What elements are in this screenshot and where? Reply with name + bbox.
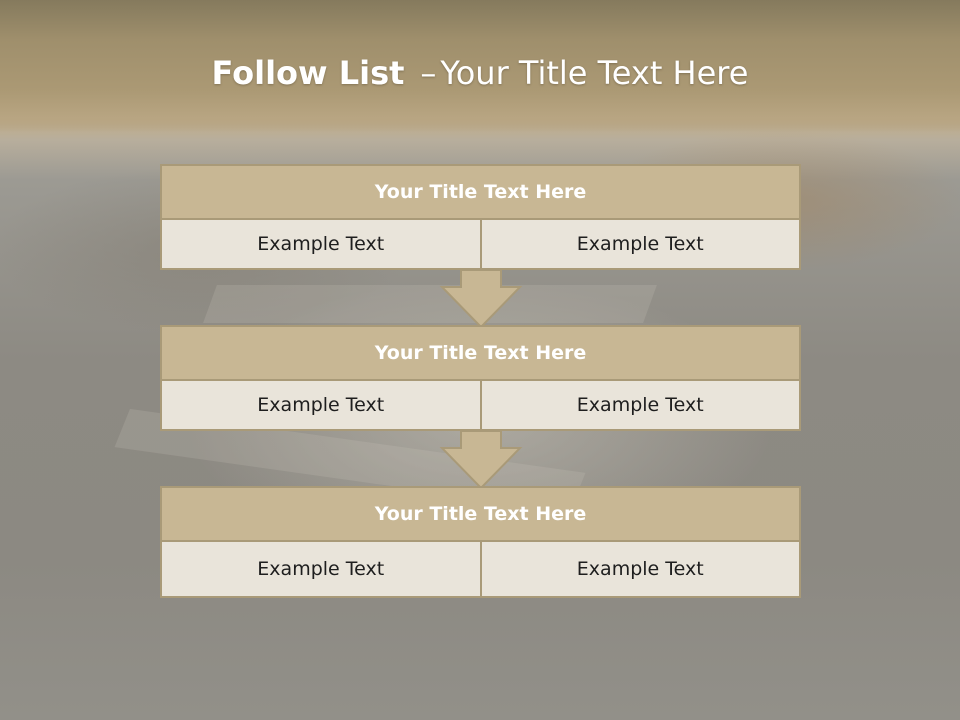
step-cell-left: Example Text [160, 381, 482, 431]
step-cell-right: Example Text [479, 381, 801, 431]
step-cell-right: Example Text [479, 542, 801, 598]
title-dash: – [420, 54, 437, 92]
title-rest: Your Title Text Here [440, 54, 749, 92]
step-block-2: Your Title Text Here Example Text Exampl… [160, 325, 801, 431]
step-cells: Example Text Example Text [160, 381, 801, 431]
down-arrow-icon [439, 270, 523, 329]
step-block-1: Your Title Text Here Example Text Exampl… [160, 164, 801, 270]
step-title: Your Title Text Here [160, 325, 801, 381]
title-bold: Follow List [211, 54, 405, 92]
step-cell-left: Example Text [160, 542, 482, 598]
step-cell-right: Example Text [479, 220, 801, 270]
step-title: Your Title Text Here [160, 164, 801, 220]
step-cells: Example Text Example Text [160, 542, 801, 598]
title-banner [0, 0, 960, 140]
slide-title: Follow List–Your Title Text Here [0, 54, 960, 92]
step-block-3: Your Title Text Here Example Text Exampl… [160, 486, 801, 598]
step-cells: Example Text Example Text [160, 220, 801, 270]
down-arrow-icon [439, 431, 523, 490]
background-plank [203, 285, 657, 323]
step-title: Your Title Text Here [160, 486, 801, 542]
step-cell-left: Example Text [160, 220, 482, 270]
